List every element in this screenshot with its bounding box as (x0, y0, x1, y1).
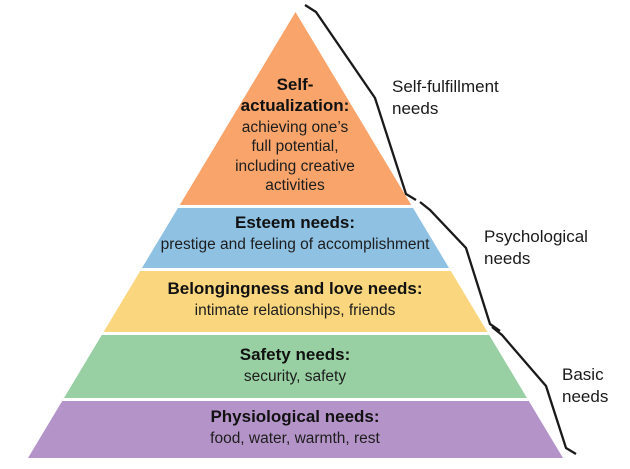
esteem-title: Esteem needs: (234, 213, 355, 232)
physiological-title: Physiological needs: (210, 407, 380, 426)
label-physiological: Physiological needs: food, water, warmth… (210, 406, 380, 448)
safety-title: Safety needs: (239, 345, 351, 364)
side-label-basic: Basic needs (562, 365, 609, 407)
self-actualization-title: Self- actualization: (240, 75, 350, 116)
side-label-self-fulfillment: Self-fulfillment needs (392, 77, 499, 119)
esteem-desc: prestige and feeling of accomplishment (160, 236, 430, 254)
side-label-psychological: Psychological needs (484, 227, 588, 269)
self-actualization-desc: achieving one’s full potential, includin… (235, 119, 355, 194)
label-safety: Safety needs: security, safety (240, 344, 351, 386)
label-belongingness: Belongingness and love needs: intimate r… (167, 278, 422, 320)
band-physiological (28, 398, 563, 458)
label-esteem: Esteem needs: prestige and feeling of ac… (161, 212, 430, 254)
belongingness-desc: intimate relationships, friends (194, 302, 396, 320)
physiological-desc: food, water, warmth, rest (210, 430, 380, 448)
safety-desc: security, safety (243, 368, 347, 386)
label-self-actualization: Self- actualization: achieving one’s ful… (235, 74, 355, 195)
belongingness-title: Belongingness and love needs: (167, 279, 423, 298)
band-safety (28, 332, 563, 398)
